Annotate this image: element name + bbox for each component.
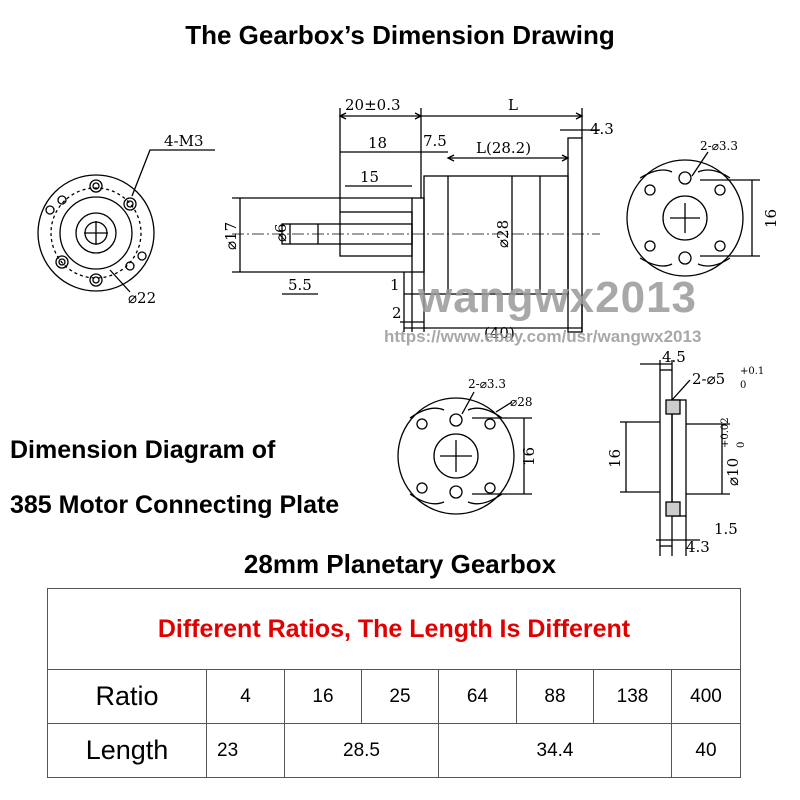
front-thread-label: 4-M3 <box>164 132 204 150</box>
dim-L-28-2: L(28.2) <box>476 139 531 157</box>
length-row-label: Length <box>47 723 207 778</box>
dim-5-5: 5.5 <box>288 276 312 294</box>
plate-caption-line2: 385 Motor Connecting Plate <box>10 491 340 519</box>
motor-plate-view <box>397 391 532 515</box>
dim-1: 1 <box>390 276 400 294</box>
section-holes-label: 2-⌀5 <box>692 370 725 388</box>
section-16-label: 16 <box>606 449 624 468</box>
drawing-title: The Gearbox’s Dimension Drawing <box>185 20 615 50</box>
length-cell: 28.5 <box>284 723 439 778</box>
ratio-cell: 88 <box>516 669 594 724</box>
dim-dia-6: ⌀6 <box>272 223 290 242</box>
ratio-cell: 400 <box>671 669 741 724</box>
rear-view <box>626 151 760 277</box>
plate-16-label: 16 <box>520 447 538 466</box>
dim-18: 18 <box>368 134 387 152</box>
dim-L: L <box>508 96 518 114</box>
plate-section-view <box>620 360 730 556</box>
dim-15: 15 <box>360 168 379 186</box>
dim-20: 20±0.3 <box>345 96 401 114</box>
plate-caption-line1: Dimension Diagram of <box>10 436 276 464</box>
front-view <box>37 149 215 293</box>
ratio-cell: 64 <box>438 669 517 724</box>
section-4-3-label: 4.3 <box>686 538 710 556</box>
rear-holes-label: 2-⌀3.3 <box>700 139 738 153</box>
watermark-url: https://www.ebay.com/usr/wangwx2013 <box>384 327 702 346</box>
section-dia10-label: ⌀10 <box>724 458 742 486</box>
ratio-row-label: Ratio <box>47 669 207 724</box>
section-holes-tol-upper: +0.1 <box>740 366 764 377</box>
length-cell: 34.4 <box>438 723 672 778</box>
side-view <box>232 108 600 333</box>
plate-holes-label: 2-⌀3.3 <box>468 377 506 391</box>
ratio-length-table: Different Ratios, The Length Is Differen… <box>47 588 741 778</box>
section-4-5-label: 4.5 <box>662 348 686 366</box>
ratio-cell: 4 <box>206 669 285 724</box>
table-header: Different Ratios, The Length Is Differen… <box>47 588 741 670</box>
length-cell: 23 <box>206 723 285 778</box>
length-cell: 40 <box>671 723 741 778</box>
plate-dia-label: ⌀28 <box>510 395 533 409</box>
gearbox-title: 28mm Planetary Gearbox <box>243 549 557 579</box>
rear-16-label: 16 <box>762 209 780 228</box>
ratio-cell: 16 <box>284 669 362 724</box>
section-dia10-tol-lower: 0 <box>736 442 747 448</box>
dim-2: 2 <box>392 304 402 322</box>
dim-dia-17: ⌀17 <box>222 222 240 250</box>
ratio-cell: 25 <box>361 669 439 724</box>
gearbox-dimension-drawing: 4-M3 ⌀22 <box>37 96 780 556</box>
front-dia-label: ⌀22 <box>128 289 156 307</box>
dim-4-3-end: 4.3 <box>590 120 614 138</box>
ratio-cell: 138 <box>593 669 672 724</box>
dim-40: (40) <box>484 324 515 342</box>
section-holes-tol-lower: 0 <box>740 380 746 391</box>
dim-7-5: 7.5 <box>423 132 447 150</box>
section-1-5-label: 1.5 <box>714 520 738 538</box>
watermark-main: wangwx2013 <box>418 273 698 322</box>
dim-dia-28: ⌀28 <box>494 220 512 248</box>
section-dia10-tol-upper: +0.02 <box>720 417 731 448</box>
